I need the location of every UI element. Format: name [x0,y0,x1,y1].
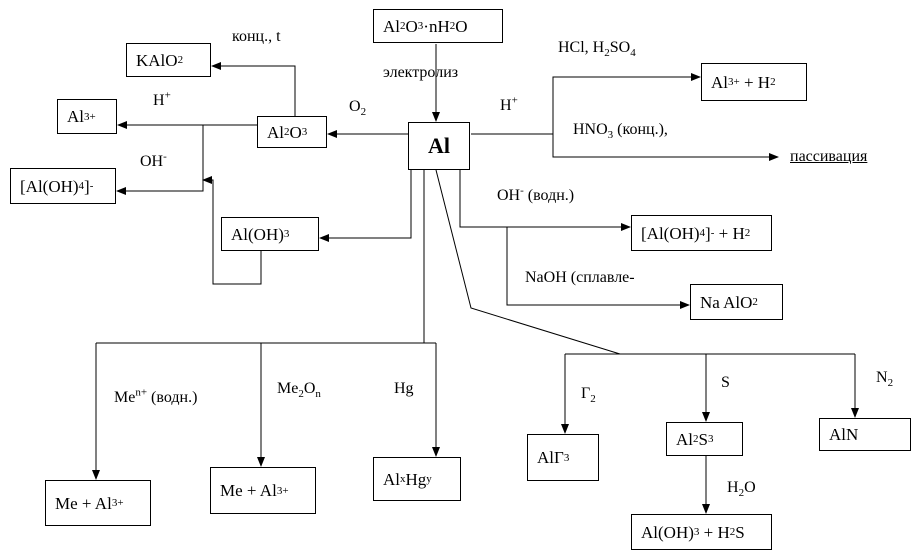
label-hg: Hg [394,380,414,397]
label-me2on: Me2On [277,380,321,401]
label-h-plus-right: H+ [500,94,518,114]
node-aloh3: Al(OH)3 [221,217,319,251]
arrow-to-aloh4-left [116,125,204,195]
node-aln: AlN [819,418,911,451]
label-elektroliz: электролиз [383,64,459,81]
arrow-al2o3-to-kalo2 [211,62,296,118]
label-h2o: H2O [727,479,756,500]
arrow-al-to-aloh4-h2 [459,170,631,231]
label-naoh-splav: NaOH (сплавле- [525,269,635,286]
node-aloh4-left: [Al(OH)4]- [10,168,116,204]
arrow-al-to-al3-h2 [471,73,701,135]
node-al: Al [408,122,470,170]
label-hcl-h2so4: HCl, H2SO4 [558,39,636,60]
label-men-vodn: Men+ (водн.) [114,386,198,406]
arrow-al-to-passivation [552,134,779,161]
label-passivaciya: пассивация [790,148,868,165]
label-h-plus-left: H+ [153,89,171,109]
label-o2: O2 [349,98,367,119]
label-g2: Г2 [581,385,596,406]
label-oh-vodn: OH- (водн.) [497,184,575,204]
label-hno3: HNO3 (конц.), [573,121,668,142]
arrow-al-to-aloh3 [319,170,412,242]
label-s: S [721,374,730,391]
arrow-al-to-naalo2 [506,227,690,309]
label-oh-minus-left: OH- [140,150,167,170]
label-konc-t: конц., t [232,28,281,45]
label-n2: N2 [876,369,894,390]
arrow-aloh3-to-trunk [202,176,262,285]
